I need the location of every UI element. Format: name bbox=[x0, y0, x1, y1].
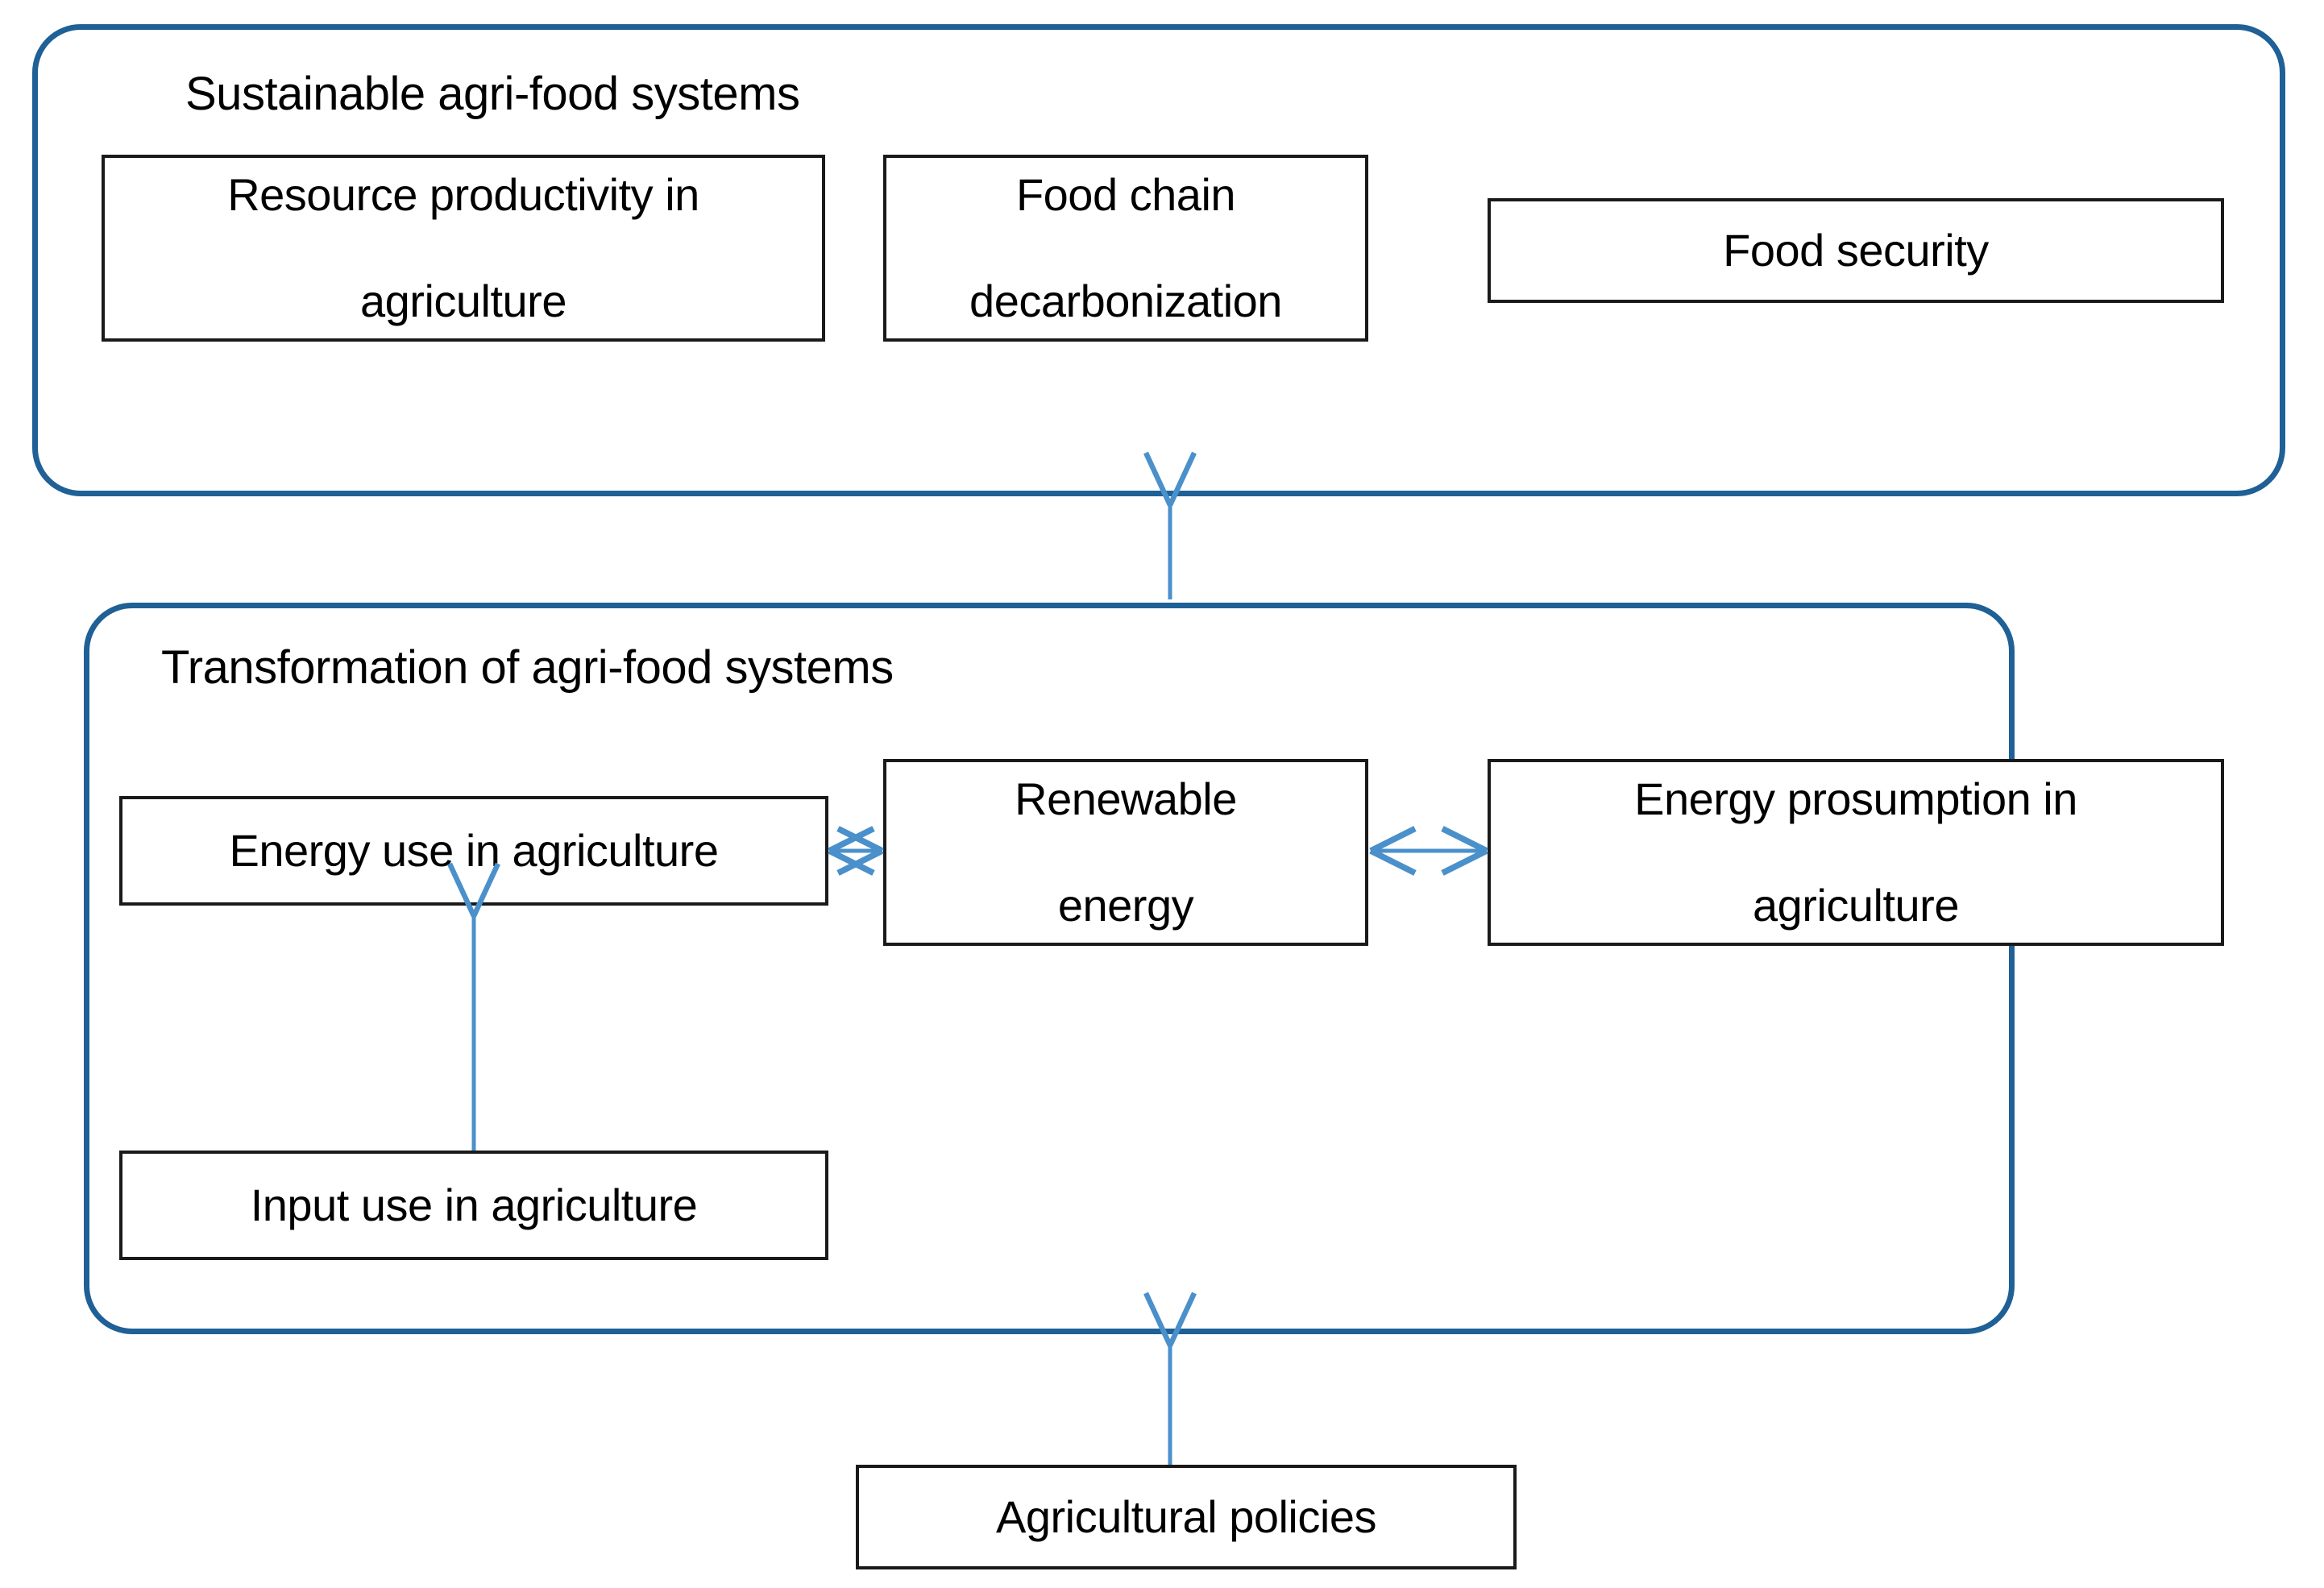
group-transformation-title: Transformation of agri-food systems bbox=[161, 641, 894, 694]
node-energy-use-label: Energy use in agriculture bbox=[229, 824, 719, 876]
node-agricultural-policies-label: Agricultural policies bbox=[996, 1491, 1376, 1542]
node-agricultural-policies: Agricultural policies bbox=[856, 1465, 1517, 1569]
node-input-use-label: Input use in agriculture bbox=[250, 1179, 698, 1230]
node-energy-use-in-agriculture: Energy use in agriculture bbox=[119, 796, 828, 906]
node-input-use-in-agriculture: Input use in agriculture bbox=[119, 1151, 828, 1260]
group-sustainable-title: Sustainable agri-food systems bbox=[185, 68, 800, 120]
node-food-security-label: Food security bbox=[1723, 224, 1989, 276]
node-food-security: Food security bbox=[1488, 198, 2224, 303]
